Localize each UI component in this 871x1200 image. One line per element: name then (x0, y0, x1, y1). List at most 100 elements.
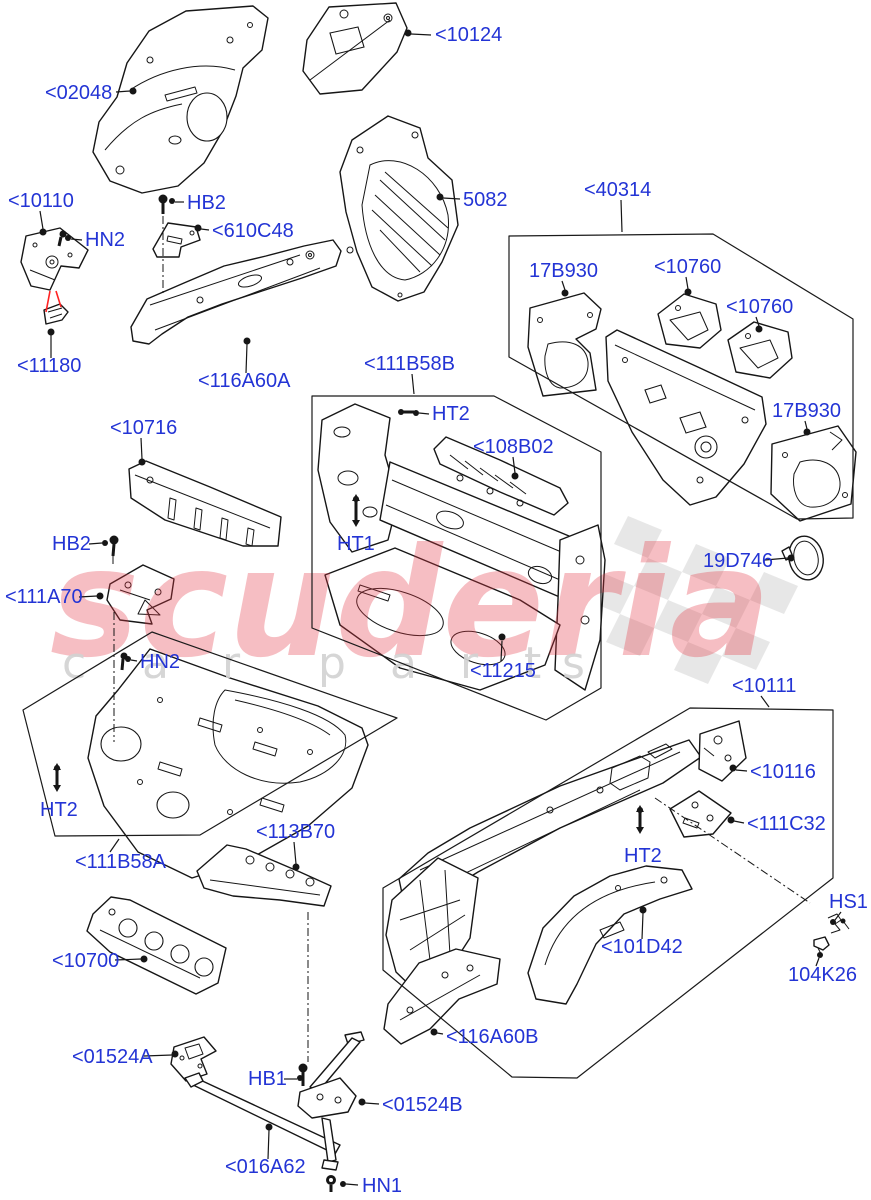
leader-111B58B (411, 373, 415, 395)
callout-10716: <10716 (110, 417, 177, 439)
callout-10700: <10700 (52, 950, 119, 972)
callout-116A60A: <116A60A (198, 370, 291, 392)
part-610C48-bracket (152, 222, 201, 258)
leader-10760a (684, 276, 692, 296)
group-box-111B58A (22, 631, 398, 837)
callout-016A62: <016A62 (225, 1156, 306, 1178)
watermark-scuderia: scuderia (50, 517, 771, 691)
leader-HB2b (88, 540, 108, 546)
leader-111A70 (78, 592, 104, 600)
leader-HB2a (169, 198, 184, 204)
callout-HN2-mid: HN2 (140, 651, 180, 673)
part-111A70-support-bracket (106, 564, 175, 625)
stud-HT2-rail (636, 805, 644, 834)
callout-19D746: 19D746 (703, 550, 773, 572)
part-016A62-diagonal-brace (184, 1072, 341, 1155)
leader-19D746 (764, 554, 795, 562)
leader-lines (39, 29, 842, 1187)
part-111B58A-rear-floor-pan (87, 648, 369, 879)
part-10716-crossmember (128, 460, 282, 547)
leader-104K26 (815, 952, 823, 967)
callout-01524A: <01524A (72, 1046, 153, 1068)
svg-text:s: s (562, 638, 585, 689)
callout-101D42: <101D42 (601, 936, 683, 958)
callout-HT2-rail: HT2 (624, 845, 662, 867)
svg-text:p: p (318, 638, 346, 689)
part-17B930-bracket-left (527, 292, 602, 397)
part-02048-wheelhouse-outer-panel (92, 5, 269, 194)
refline-111A70-to-floor (112, 556, 115, 742)
callout-104K26: 104K26 (788, 964, 857, 986)
leader-17B930b (803, 420, 811, 436)
part-10116-bracket (698, 720, 747, 782)
part-116A60B-gusset (383, 948, 501, 1045)
leader-016A62 (265, 1123, 273, 1160)
leader-11180 (47, 328, 55, 358)
stud-HT2-floor (53, 763, 61, 792)
svg-text:r: r (460, 638, 479, 689)
svg-text:r: r (222, 638, 241, 689)
leader-HN1 (340, 1181, 359, 1187)
leader-5082 (436, 193, 461, 201)
part-40314-back-panel (605, 329, 767, 506)
callout-108B02: <108B02 (473, 436, 554, 458)
leader-610C48 (194, 224, 210, 232)
callout-10116: <10116 (750, 761, 816, 783)
leader-101D42 (639, 906, 647, 940)
callout-HT2-floor: HT2 (40, 799, 78, 821)
fasteners (53, 194, 644, 1192)
leader-HB1 (284, 1075, 303, 1081)
svg-text:a: a (142, 638, 169, 689)
part-19D746-cover (781, 535, 824, 581)
bolt-HB1 (298, 1063, 308, 1086)
group-box-111B58B (311, 395, 602, 721)
callout-111B58A: <111B58A (75, 851, 167, 873)
part-01524A-brace-bracket (170, 1036, 217, 1082)
leader-10110 (39, 210, 47, 236)
part-111C32-bracket (669, 790, 732, 838)
callout-610C48: <610C48 (212, 220, 294, 242)
checker-tile (702, 586, 750, 628)
leader-HT2a (413, 410, 430, 416)
checker-tile (682, 544, 730, 586)
leader-116A60B (430, 1028, 444, 1036)
callout-40314: <40314 (584, 179, 651, 201)
part-5082-wheelhouse-inner-panel (339, 115, 459, 302)
part-11180-retainer (43, 290, 69, 325)
part-17B930-bracket-right (770, 425, 857, 522)
callout-113B70: <113B70 (256, 821, 335, 843)
callout-17B930-right: 17B930 (772, 400, 841, 422)
callout-HB1: HB1 (248, 1068, 287, 1090)
callout-5082: 5082 (463, 189, 508, 211)
callout-11180: <11180 (17, 355, 81, 377)
part-HS1-clip (827, 913, 850, 934)
callout-116A60B: <116A60B (446, 1026, 539, 1048)
callout-labels: <02048 <10124 <10110 HB2 HN2 <610C48 508… (5, 24, 868, 1197)
leader-116A60A (243, 337, 251, 374)
part-108B02-sill (433, 436, 569, 516)
watermark-brand: scuderia c a r p a r t s (50, 517, 771, 691)
leader-02048 (115, 87, 137, 95)
group-boxes (22, 233, 854, 1079)
leader-HS1 (830, 911, 842, 925)
stud-HT2-backpanel (398, 409, 414, 415)
checker-tile (614, 516, 662, 558)
checker-tile (654, 600, 702, 642)
watermark-carparts: c a r p a r t s (62, 638, 585, 689)
group-box-40314 (508, 233, 854, 520)
leader-HN2b (125, 656, 138, 662)
refline-10111-to-HS1 (654, 797, 811, 904)
part-10760-bracket-1 (657, 293, 722, 349)
reference-lines (112, 216, 811, 1062)
callout-HN2-top: HN2 (85, 229, 125, 251)
part-113B70-sill-reinforcement (196, 844, 332, 907)
callout-111A70: <111A70 (5, 586, 83, 608)
callout-HB2-top: HB2 (187, 192, 226, 214)
leader-10716 (138, 437, 146, 466)
checkered-flag-watermark (586, 516, 798, 684)
callout-HS1: HS1 (829, 891, 868, 913)
checker-tile (674, 642, 722, 684)
callout-10760-1: <10760 (654, 256, 721, 278)
leader-17B930a (561, 280, 569, 297)
